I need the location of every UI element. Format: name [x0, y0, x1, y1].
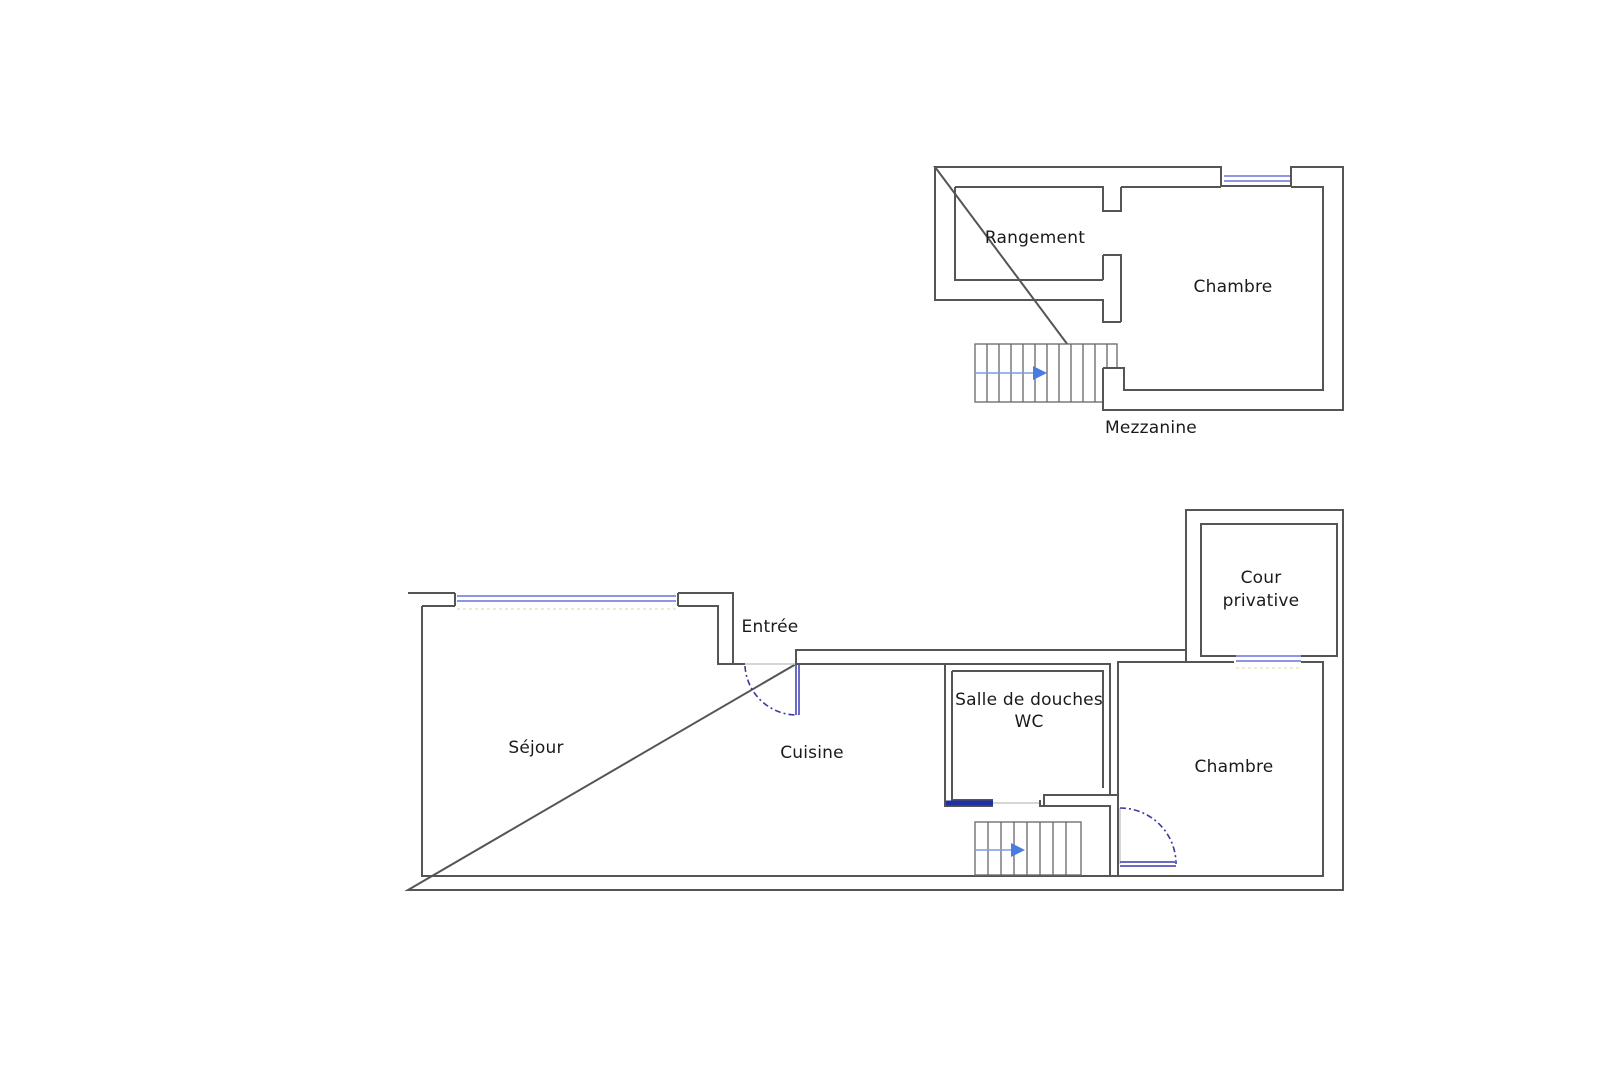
lower-staircase: [974, 821, 1082, 876]
cour-wall: [1200, 523, 1338, 657]
label-sdd-line2: WC: [1014, 712, 1043, 732]
chambre-bas-door: [1119, 807, 1177, 867]
upper-level: Rangement Chambre Mezzanine: [933, 166, 1344, 438]
cuisine-top-inner: [810, 663, 946, 802]
entree-door: [744, 665, 800, 716]
label-chambre-haut: Chambre: [1194, 277, 1273, 297]
cour-window: [1236, 655, 1301, 669]
label-cuisine: Cuisine: [780, 743, 844, 763]
label-cour-line2: privative: [1223, 591, 1300, 611]
label-sejour: Séjour: [508, 738, 563, 758]
label-sdd: Salle de douches: [955, 690, 1103, 710]
upper-window: [1220, 167, 1292, 186]
lower-level: Séjour Entrée Cuisine Salle de douches W…: [404, 509, 1344, 891]
partition-lower: [1103, 254, 1122, 322]
label-mezzanine: Mezzanine: [1105, 418, 1197, 438]
sejour-window: [457, 595, 676, 610]
upper-staircase: [974, 343, 1118, 403]
label-rangement: Rangement: [985, 228, 1085, 248]
rangement-outer-wall: [934, 167, 1121, 323]
sdd-wall: [945, 663, 1111, 806]
sejour-top-inner: [422, 605, 733, 665]
rangement-inner-bottom: [954, 187, 1103, 281]
label-chambre-bas: Chambre: [1195, 757, 1274, 777]
label-cour: Cour: [1241, 568, 1282, 588]
label-entree: Entrée: [742, 617, 799, 637]
rangement-inner-wall: [955, 186, 1122, 212]
lower-outer-wall: [404, 509, 1344, 891]
